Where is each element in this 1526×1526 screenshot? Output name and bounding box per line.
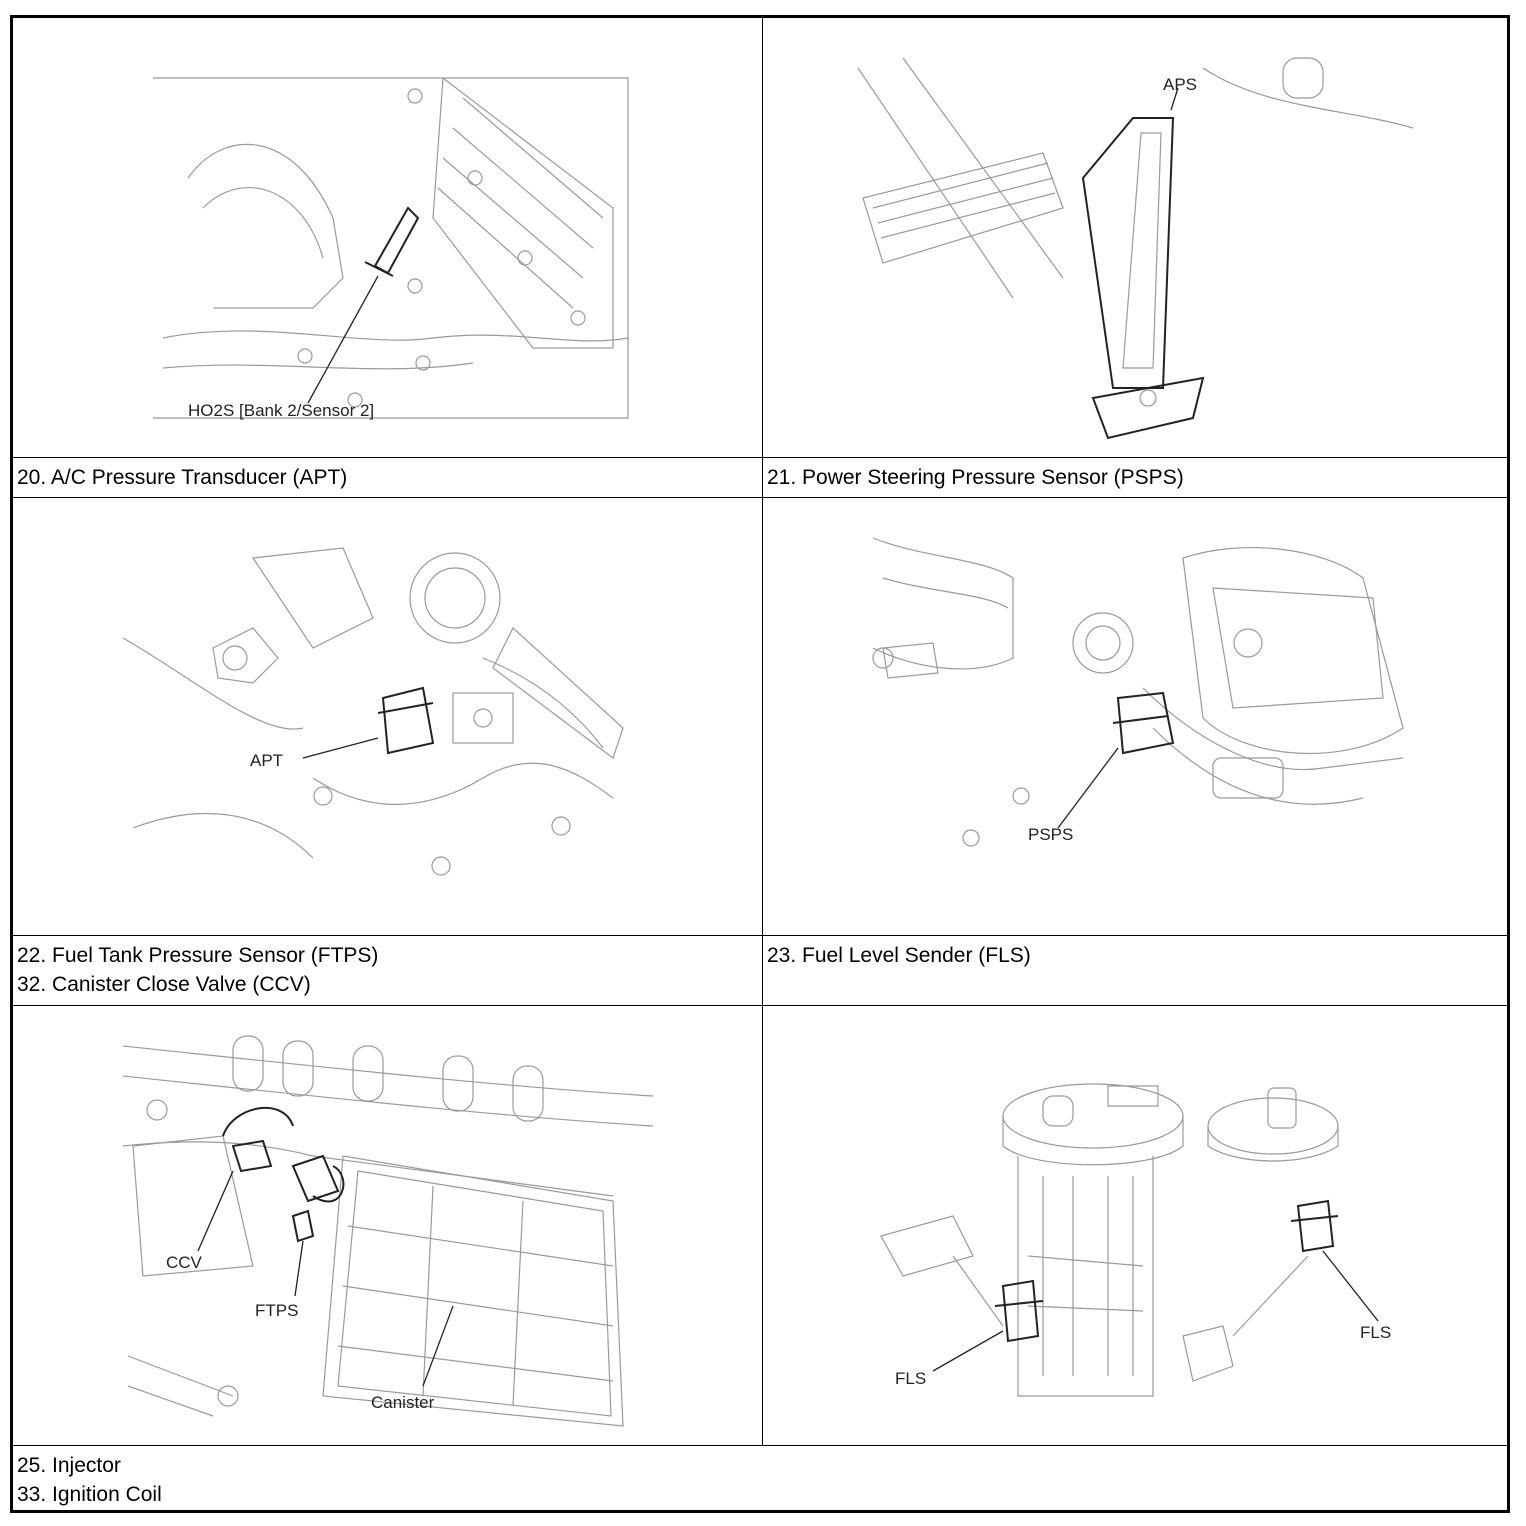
caption-ftps-ccv: 22. Fuel Tank Pressure Sensor (FTPS) 32.… xyxy=(13,936,763,1005)
image-row-2: APT PSPS xyxy=(13,498,1507,936)
ho2s-figure: HO2S [Bank 2/Sensor 2] xyxy=(13,18,763,457)
aps-drawing: APS xyxy=(857,57,1414,440)
apt-drawing: APT xyxy=(122,547,624,876)
canister-drawing: CCV FTPS Canister xyxy=(122,1035,654,1427)
aps-label: APS xyxy=(1163,75,1197,94)
fls-label-right: FLS xyxy=(1360,1323,1391,1342)
caption-psps: 21. Power Steering Pressure Sensor (PSPS… xyxy=(763,458,1507,497)
caption-ccv-text: 32. Canister Close Valve (CCV) xyxy=(17,973,311,996)
image-row-1: HO2S [Bank 2/Sensor 2] APS xyxy=(13,18,1507,458)
caption-ignition-coil-text: 33. Ignition Coil xyxy=(17,1483,162,1506)
ho2s-drawing: HO2S [Bank 2/Sensor 2] xyxy=(153,76,629,420)
caption-ftps-text: 22. Fuel Tank Pressure Sensor (FTPS) xyxy=(17,944,379,967)
caption-fls-text: 23. Fuel Level Sender (FLS) xyxy=(767,944,1031,967)
psps-label: PSPS xyxy=(1028,825,1073,844)
ho2s-label: HO2S [Bank 2/Sensor 2] xyxy=(188,401,374,420)
caption-psps-text: 21. Power Steering Pressure Sensor (PSPS… xyxy=(767,466,1184,489)
aps-figure: APS xyxy=(763,18,1507,457)
ftps-label: FTPS xyxy=(255,1301,298,1320)
caption-apt-text: 20. A/C Pressure Transducer (APT) xyxy=(17,466,348,489)
image-row-3: CCV FTPS Canister xyxy=(13,1006,1507,1446)
apt-figure: APT xyxy=(13,498,763,935)
psps-drawing: PSPS xyxy=(872,537,1404,847)
fls-drawing: FLS FLS xyxy=(880,1083,1391,1397)
component-location-sheet: HO2S [Bank 2/Sensor 2] APS 20. A/C Press… xyxy=(10,15,1510,1513)
canister-figure: CCV FTPS Canister xyxy=(13,1006,763,1445)
caption-apt: 20. A/C Pressure Transducer (APT) xyxy=(13,458,763,497)
caption-injector-coil: 25. Injector 33. Ignition Coil xyxy=(13,1446,1507,1510)
caption-row-1: 20. A/C Pressure Transducer (APT) 21. Po… xyxy=(13,458,1507,498)
fls-label-left: FLS xyxy=(895,1369,926,1388)
fls-figure: FLS FLS xyxy=(763,1006,1507,1445)
apt-label: APT xyxy=(250,751,283,770)
canister-label: Canister xyxy=(371,1393,435,1412)
caption-row-3: 25. Injector 33. Ignition Coil xyxy=(13,1446,1507,1510)
ccv-label: CCV xyxy=(166,1253,203,1272)
caption-injector-text: 25. Injector xyxy=(17,1454,121,1477)
psps-figure: PSPS xyxy=(763,498,1507,935)
caption-row-2: 22. Fuel Tank Pressure Sensor (FTPS) 32.… xyxy=(13,936,1507,1006)
caption-fls: 23. Fuel Level Sender (FLS) xyxy=(763,936,1507,1005)
